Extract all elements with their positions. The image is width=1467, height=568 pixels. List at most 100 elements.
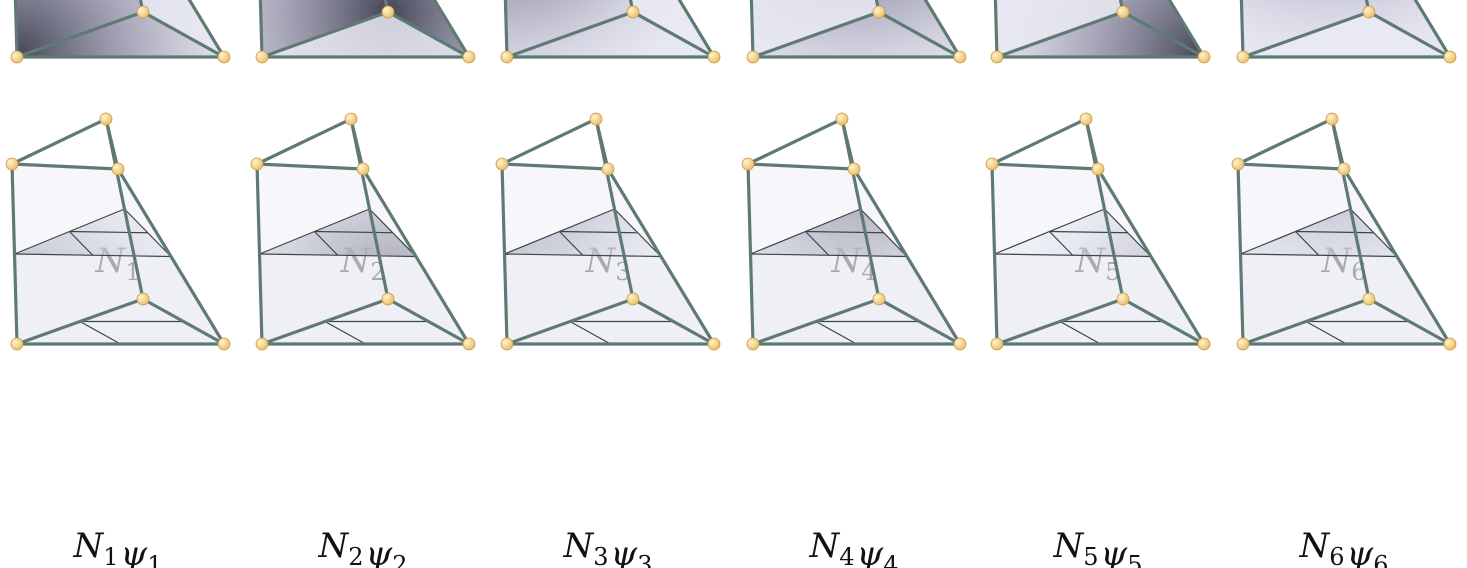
- bubble-region: [259, 209, 469, 344]
- wedge-edge: [349, 117, 390, 301]
- panel-N2psi2: N2ψ2: [250, 112, 476, 568]
- bubble-region: [14, 209, 224, 344]
- node-sphere: [381, 5, 395, 19]
- wedge-edge: [255, 117, 353, 166]
- node-sphere: [1362, 292, 1376, 306]
- node-sphere: [255, 337, 269, 351]
- node-sphere: [626, 5, 640, 19]
- wedge-edge: [503, 0, 509, 59]
- inner-line: [1049, 230, 1128, 234]
- shape-function-shading: [385, 0, 469, 57]
- wedge-edge: [990, 162, 999, 346]
- wedge-edge: [1367, 297, 1452, 346]
- inner-line: [1295, 230, 1374, 234]
- shape-function-shading: [1120, 0, 1204, 57]
- wedge-edge: [995, 297, 1125, 346]
- panel-caption: N1ψ1: [73, 526, 163, 568]
- wedge-edge: [260, 297, 390, 346]
- node-sphere: [500, 50, 514, 64]
- wedge-edge: [1367, 10, 1452, 59]
- node-sphere: [356, 162, 370, 176]
- bubble-region: [750, 209, 960, 344]
- panel-N1psi1: N1ψ1: [5, 112, 231, 568]
- wedge-edge: [10, 117, 108, 166]
- inner-line: [805, 230, 884, 234]
- wedge-edge: [877, 297, 962, 346]
- inner-line: [69, 230, 148, 234]
- shape-function-shading: [260, 0, 388, 57]
- node-sphere: [741, 157, 755, 171]
- node-sphere: [462, 337, 476, 351]
- node-sphere: [601, 162, 615, 176]
- node-sphere: [136, 5, 150, 19]
- node-sphere: [835, 112, 849, 126]
- wedge-edge: [990, 117, 1088, 166]
- node-sphere: [1236, 337, 1250, 351]
- inner-line: [1059, 320, 1101, 345]
- node-sphere: [589, 112, 603, 126]
- wedge-edge: [1084, 117, 1125, 301]
- wedge-edge: [258, 0, 264, 59]
- node-sphere: [872, 5, 886, 19]
- node-sphere: [1197, 50, 1211, 64]
- inner-line: [1295, 231, 1320, 256]
- wedge-edge: [15, 10, 145, 59]
- wedge-edge: [746, 162, 856, 171]
- inner-line: [314, 230, 393, 234]
- panel-caption: N6ψ6: [1299, 526, 1389, 568]
- wedge-edge: [141, 10, 226, 59]
- wedge-edge: [505, 10, 635, 59]
- wedge-edge: [255, 162, 365, 171]
- wedge-edge: [606, 167, 716, 346]
- inner-line: [805, 231, 830, 256]
- panel-N2: N2: [255, 0, 476, 286]
- wedge-edge: [116, 167, 226, 346]
- inner-line: [79, 320, 121, 345]
- wedge-edge: [746, 117, 844, 166]
- wedge-face: [140, 0, 224, 57]
- shape-function-shading: [1241, 0, 1369, 57]
- node-sphere: [250, 157, 264, 171]
- bubble-region: [994, 209, 1204, 344]
- node-sphere: [1325, 112, 1339, 126]
- shape-function-shading: [15, 0, 143, 57]
- wedge-edge: [1330, 117, 1371, 301]
- wedge-edge: [631, 297, 716, 346]
- inner-line: [815, 320, 857, 345]
- wedge-edge: [1239, 0, 1245, 59]
- node-sphere: [5, 157, 19, 171]
- wedge-edge: [840, 117, 881, 301]
- wedge-edge: [1413, 0, 1452, 59]
- wedge-edge: [1342, 167, 1452, 346]
- node-sphere: [381, 292, 395, 306]
- inner-line: [324, 320, 366, 345]
- node-sphere: [707, 337, 721, 351]
- node-sphere: [953, 337, 967, 351]
- wedge-edge: [187, 0, 226, 59]
- wedge-edge: [751, 297, 881, 346]
- inner-line: [559, 230, 638, 234]
- wedge-edge: [386, 297, 471, 346]
- node-sphere: [847, 162, 861, 176]
- panel-N4psi4: N4ψ4: [741, 112, 967, 568]
- wedge-edge: [500, 162, 610, 171]
- wedge-edge: [995, 10, 1125, 59]
- wedge-edge: [631, 10, 716, 59]
- node-sphere: [1116, 5, 1130, 19]
- wedge-edge: [1241, 10, 1371, 59]
- node-sphere: [1116, 292, 1130, 306]
- wedge-edge: [751, 10, 881, 59]
- node-sphere: [500, 337, 514, 351]
- wedge-edge: [677, 0, 716, 59]
- bubble-region: [1240, 209, 1450, 344]
- panel-N6psi6: N6ψ6: [1231, 112, 1457, 568]
- node-sphere: [10, 337, 24, 351]
- wedge-edge: [1167, 0, 1206, 59]
- node-sphere: [495, 157, 509, 171]
- panel-N5: N5: [990, 0, 1211, 286]
- panel-N3psi3: N3ψ3: [495, 112, 721, 568]
- wedge-edge: [993, 0, 999, 59]
- node-sphere: [990, 337, 1004, 351]
- wedge-edge: [1096, 167, 1206, 346]
